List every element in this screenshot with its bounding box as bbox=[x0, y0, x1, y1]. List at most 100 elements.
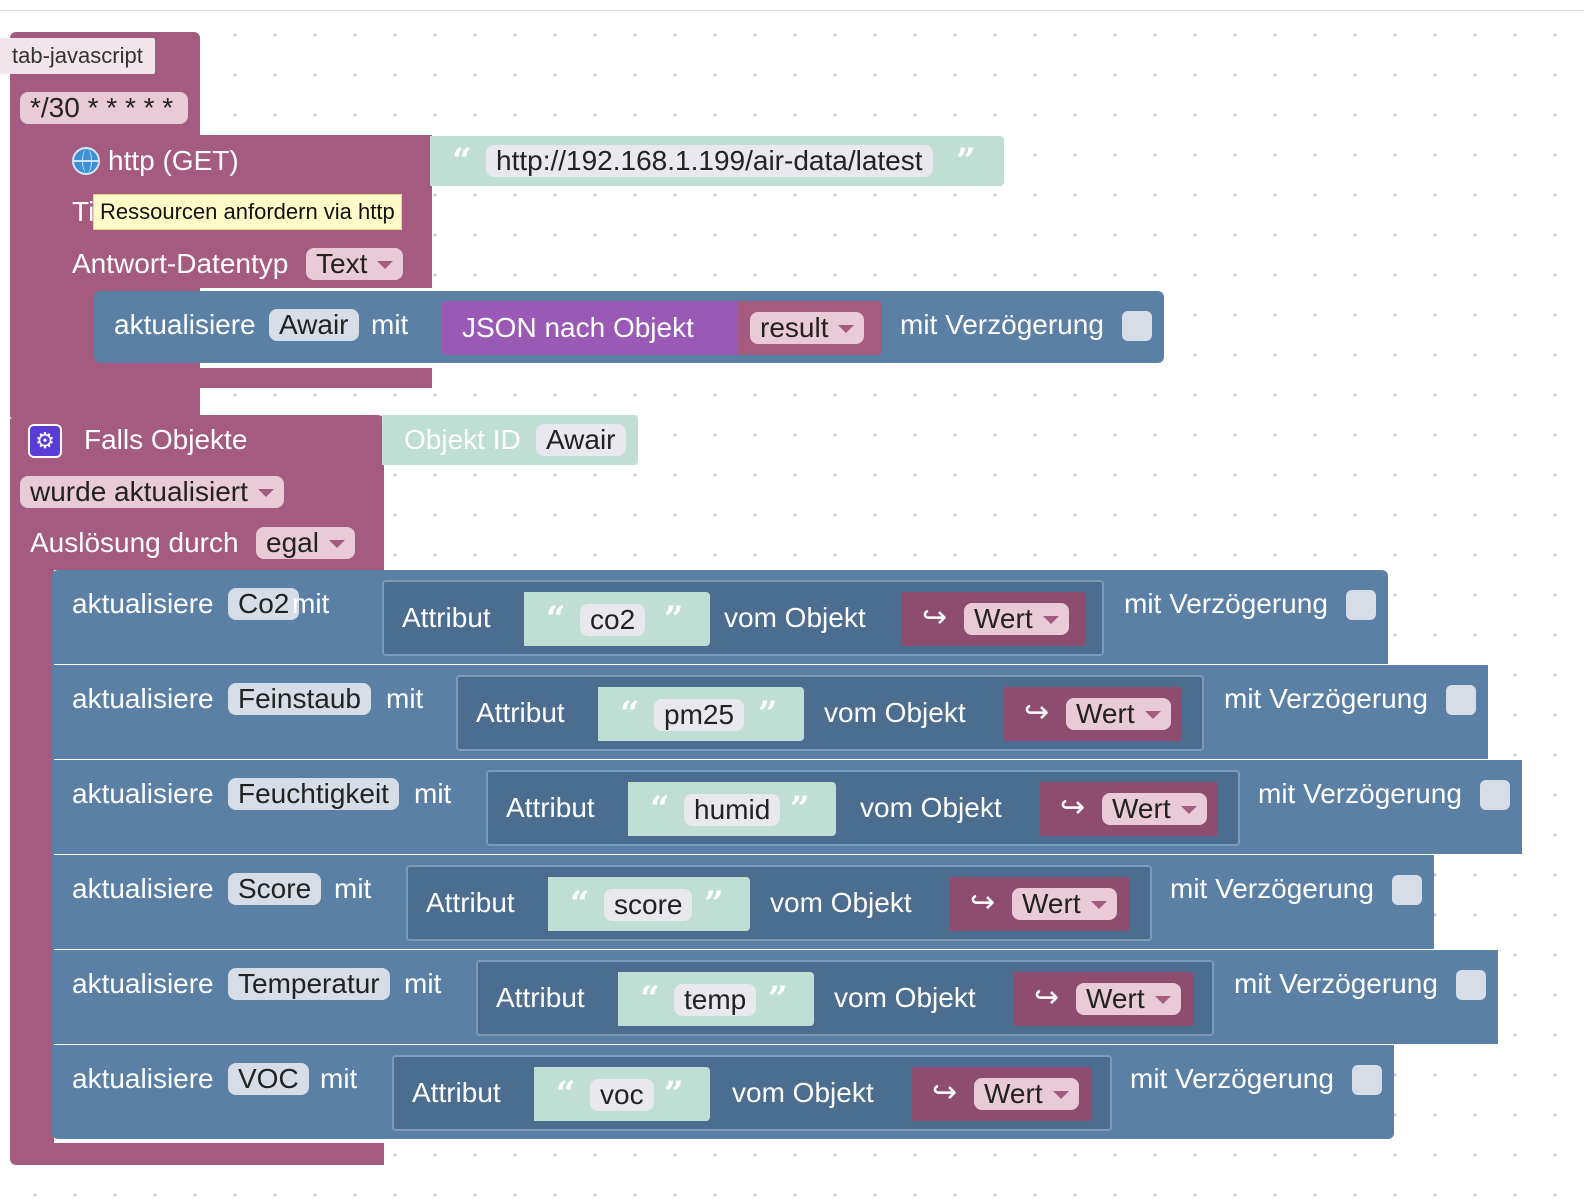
from-object-label: vom Objekt bbox=[834, 982, 976, 1013]
update-with: mit bbox=[320, 1063, 358, 1094]
update-temperatur-block[interactable]: aktualisiere Temperatur mit Attribut “ t… bbox=[52, 950, 1498, 1044]
attribute-name-field[interactable]: humid bbox=[684, 794, 781, 826]
attribute-text-block[interactable]: “ co2 ” bbox=[524, 592, 710, 646]
open-quote-icon: “ bbox=[640, 979, 660, 1019]
attribute-block[interactable]: Attribut “ co2 ” vom Objekt ↪ Wert bbox=[382, 580, 1104, 656]
value-variable-block[interactable]: ↪ Wert bbox=[1014, 972, 1194, 1026]
open-quote-icon: “ bbox=[650, 789, 670, 829]
caret-down-icon bbox=[1042, 616, 1059, 624]
value-variable-block[interactable]: ↪ Wert bbox=[950, 877, 1130, 931]
attribute-name-field[interactable]: voc bbox=[590, 1079, 654, 1111]
delay-label: mit Verzögerung bbox=[1130, 1063, 1334, 1094]
update-score-block[interactable]: aktualisiere Score mit Attribut “ score … bbox=[52, 855, 1434, 949]
update-feuchtigkeit-block[interactable]: aktualisiere Feuchtigkeit mit Attribut “… bbox=[52, 760, 1522, 854]
value-label: Wert bbox=[1112, 793, 1171, 824]
value-dropdown[interactable]: Wert bbox=[1012, 888, 1117, 920]
value-dropdown[interactable]: Wert bbox=[964, 603, 1069, 635]
attribute-block[interactable]: Attribut “ temp ” vom Objekt ↪ Wert bbox=[476, 960, 1214, 1036]
update-keyword: aktualisiere bbox=[72, 1063, 214, 1094]
workspace-top-border bbox=[0, 10, 1584, 11]
open-quote-icon: “ bbox=[546, 599, 566, 639]
result-dropdown[interactable]: result bbox=[750, 312, 865, 344]
result-variable-block[interactable]: result bbox=[738, 301, 882, 355]
delay-checkbox[interactable] bbox=[1346, 590, 1376, 620]
update-keyword: aktualisiere bbox=[72, 968, 214, 999]
attribute-label: Attribut bbox=[506, 792, 595, 823]
update-with: mit bbox=[334, 873, 372, 904]
return-arrow-icon: ↪ bbox=[1060, 791, 1086, 824]
attribute-label: Attribut bbox=[426, 887, 515, 918]
attribute-name-field[interactable]: score bbox=[604, 889, 693, 921]
response-type-dropdown[interactable]: Text bbox=[306, 248, 404, 280]
attribute-text-block[interactable]: “ humid ” bbox=[628, 782, 836, 836]
attribute-block[interactable]: Attribut “ pm25 ” vom Objekt ↪ Wert bbox=[456, 675, 1204, 751]
update-with: mit bbox=[404, 968, 442, 999]
delay-checkbox[interactable] bbox=[1392, 875, 1422, 905]
open-quote-icon: “ bbox=[570, 884, 590, 924]
attribute-text-block[interactable]: “ voc ” bbox=[534, 1067, 710, 1121]
timeout-label: Ti bbox=[72, 196, 95, 227]
update-target[interactable]: Feuchtigkeit bbox=[228, 778, 399, 810]
delay-checkbox[interactable] bbox=[1122, 311, 1152, 341]
update-with: mit bbox=[292, 588, 330, 619]
from-object-label: vom Objekt bbox=[860, 792, 1002, 823]
value-variable-block[interactable]: ↪ Wert bbox=[1004, 687, 1182, 741]
caret-down-icon bbox=[838, 325, 855, 333]
value-variable-block[interactable]: ↪ Wert bbox=[1040, 782, 1218, 836]
caret-down-icon bbox=[1144, 711, 1161, 719]
update-keyword: aktualisiere bbox=[72, 588, 214, 619]
attribute-block[interactable]: Attribut “ score ” vom Objekt ↪ Wert bbox=[406, 865, 1152, 941]
open-quote-icon: “ bbox=[556, 1074, 576, 1114]
caret-down-icon bbox=[1052, 1091, 1069, 1099]
url-field[interactable]: http://192.168.1.199/air-data/latest bbox=[486, 145, 933, 177]
delay-checkbox[interactable] bbox=[1446, 685, 1476, 715]
update-target[interactable]: Temperatur bbox=[228, 968, 390, 1000]
update-keyword: aktualisiere bbox=[72, 873, 214, 904]
update-target-awair[interactable]: Awair bbox=[269, 309, 359, 341]
attribute-text-block[interactable]: “ temp ” bbox=[618, 972, 814, 1026]
update-voc-block[interactable]: aktualisiere VOC mit Attribut “ voc ” vo… bbox=[52, 1045, 1394, 1139]
attribute-text-block[interactable]: “ score ” bbox=[548, 877, 750, 931]
delay-checkbox[interactable] bbox=[1480, 780, 1510, 810]
trigger-by-dropdown[interactable]: egal bbox=[256, 527, 355, 559]
delay-checkbox[interactable] bbox=[1352, 1065, 1382, 1095]
update-awair-block[interactable]: aktualisiere Awair mit JSON nach Objekt … bbox=[94, 291, 1164, 363]
attribute-name-field[interactable]: pm25 bbox=[654, 699, 745, 731]
value-dropdown[interactable]: Wert bbox=[1102, 793, 1207, 825]
update-target[interactable]: Feinstaub bbox=[228, 683, 371, 715]
event-dropdown[interactable]: wurde aktualisiert bbox=[20, 476, 284, 508]
close-quote-icon: ” bbox=[768, 979, 788, 1019]
update-feinstaub-block[interactable]: aktualisiere Feinstaub mit Attribut “ pm… bbox=[52, 665, 1488, 759]
caret-down-icon bbox=[328, 540, 345, 548]
object-id-value[interactable]: Awair bbox=[536, 424, 626, 456]
cron-field[interactable]: */30 * * * * * bbox=[20, 92, 188, 124]
object-id-block[interactable]: Objekt ID Awair bbox=[382, 415, 638, 465]
update-target[interactable]: Co2 bbox=[228, 588, 300, 620]
from-object-label: vom Objekt bbox=[732, 1077, 874, 1108]
delay-checkbox[interactable] bbox=[1456, 970, 1486, 1000]
attribute-name-field[interactable]: co2 bbox=[580, 604, 646, 636]
value-dropdown[interactable]: Wert bbox=[1076, 983, 1181, 1015]
value-variable-block[interactable]: ↪ Wert bbox=[902, 592, 1086, 646]
value-variable-block[interactable]: ↪ Wert bbox=[912, 1067, 1092, 1121]
url-text-block[interactable]: “ http://192.168.1.199/air-data/latest ” bbox=[430, 136, 1004, 186]
update-target[interactable]: VOC bbox=[228, 1063, 309, 1095]
trigger-by-value: egal bbox=[266, 527, 319, 558]
from-object-label: vom Objekt bbox=[770, 887, 912, 918]
attribute-block[interactable]: Attribut “ voc ” vom Objekt ↪ Wert bbox=[392, 1055, 1112, 1131]
caret-down-icon bbox=[1154, 996, 1171, 1004]
attribute-text-block[interactable]: “ pm25 ” bbox=[598, 687, 804, 741]
attribute-block[interactable]: Attribut “ humid ” vom Objekt ↪ Wert bbox=[486, 770, 1240, 846]
value-dropdown[interactable]: Wert bbox=[974, 1078, 1079, 1110]
attribute-name-field[interactable]: temp bbox=[674, 984, 757, 1016]
caret-down-icon bbox=[257, 489, 274, 497]
update-co2-block[interactable]: aktualisiere Co2 mit Attribut “ co2 ” vo… bbox=[52, 570, 1388, 664]
update-target[interactable]: Score bbox=[228, 873, 322, 905]
json-to-object-block[interactable]: JSON nach Objekt result bbox=[442, 301, 882, 355]
delay-label: mit Verzögerung bbox=[1224, 683, 1428, 714]
json-label: JSON nach Objekt bbox=[462, 312, 694, 343]
value-dropdown[interactable]: Wert bbox=[1066, 698, 1171, 730]
caret-down-icon bbox=[377, 261, 394, 269]
object-id-label: Objekt ID bbox=[404, 424, 521, 455]
update-keyword: aktualisiere bbox=[72, 778, 214, 809]
